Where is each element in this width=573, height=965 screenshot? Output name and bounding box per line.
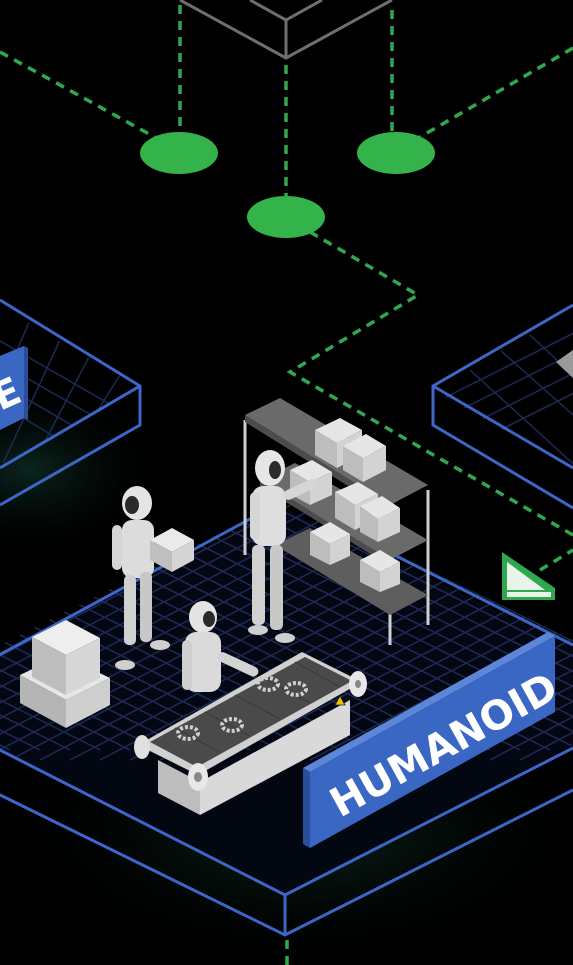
green-node-left	[140, 132, 218, 174]
right-platform	[431, 303, 573, 510]
conveyor-belt	[134, 652, 367, 815]
warning-triangle-icon	[334, 695, 346, 706]
dashed-connectors	[0, 5, 573, 965]
green-node-center	[247, 196, 325, 238]
green-ramp-icon	[502, 552, 555, 600]
left-platform: E	[0, 298, 142, 507]
floor-box-stack	[20, 620, 110, 728]
robot-left	[112, 486, 194, 670]
green-node-right	[357, 132, 435, 174]
robot-right	[248, 450, 318, 643]
storage-shelf	[243, 398, 430, 645]
gear-icon	[176, 676, 308, 741]
robot-front	[182, 601, 259, 692]
cube-outline-icon	[179, 0, 393, 60]
shelf-boxes	[290, 418, 400, 592]
left-sign	[0, 346, 24, 430]
